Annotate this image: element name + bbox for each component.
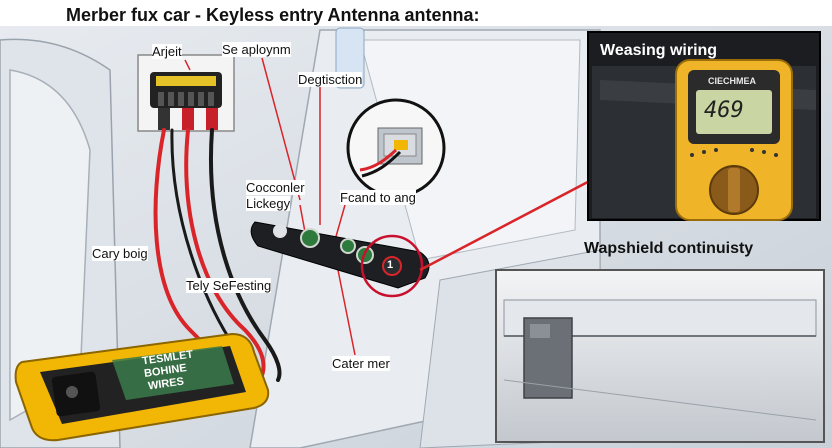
antenna-number-badge: 1	[387, 259, 394, 271]
handheld-tester	[14, 332, 270, 442]
leader-lines	[184, 57, 356, 356]
continuity-panel	[495, 269, 825, 443]
antenna-module	[250, 221, 430, 298]
multimeter-panel	[587, 31, 821, 221]
door-trim	[9, 69, 91, 422]
highlight-ring	[360, 234, 424, 298]
label-se-aploynm: Se aploynm	[222, 42, 291, 57]
label-degtisction: Degtisction	[298, 72, 363, 87]
continuity-panel-title: Wapshield continuisty	[584, 240, 754, 257]
label-lickegy: Lickegy	[246, 196, 291, 211]
multimeter-panel-title: Weasing wiring	[600, 42, 718, 59]
multimeter-reading: 469	[704, 98, 744, 123]
multimeter-brand: CIECHMEA	[708, 76, 757, 86]
zoom-inset	[346, 98, 446, 198]
label-cary-boig: Cary boig	[92, 246, 148, 261]
connector-block	[137, 54, 235, 132]
label-cocconler: Cocconler	[246, 180, 305, 195]
label-tely-sefesting: Tely SeFesting	[186, 278, 272, 293]
label-cater-mer: Cater mer	[332, 356, 390, 371]
wiring-harness	[153, 128, 282, 382]
label-fcand-to-ang: Fcand to ang	[340, 190, 416, 205]
label-arjeit: Arjeit	[152, 44, 182, 59]
diagram-title: Merber fux car - Keyless entry Antenna a…	[66, 5, 480, 25]
